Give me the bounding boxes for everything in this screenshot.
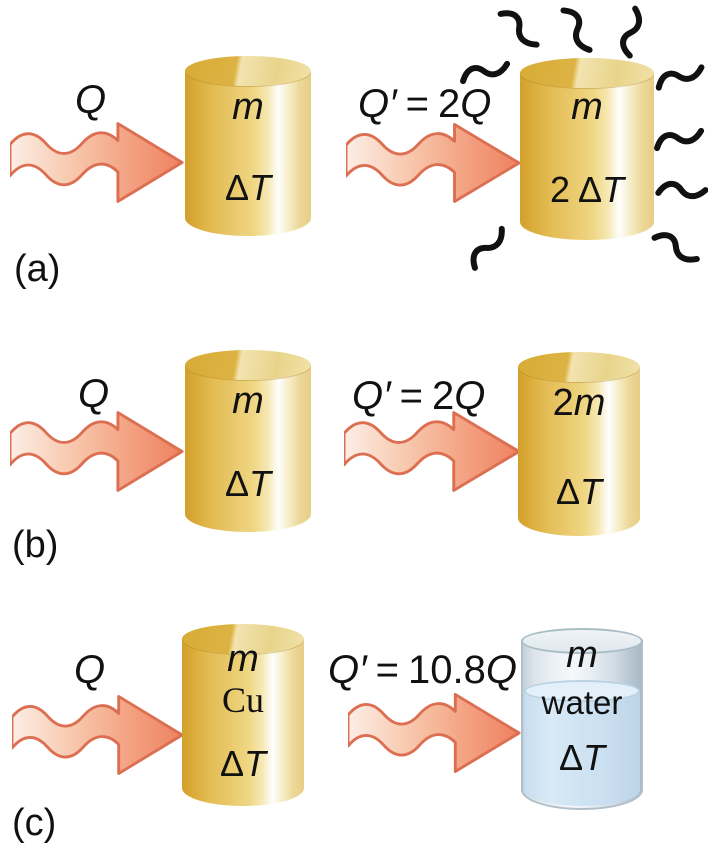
heat-wave-icon — [461, 64, 508, 82]
cylinder-side — [185, 70, 311, 236]
heat-wave-icon — [655, 229, 698, 267]
mass-value: m — [227, 638, 259, 680]
panel-letter-text: (c) — [12, 802, 57, 844]
cylinder-side — [518, 366, 640, 536]
mass-value: m — [232, 86, 264, 128]
q-symbol: Q — [74, 648, 106, 692]
equals-sign: = — [405, 82, 429, 126]
heat-wave-icon — [501, 7, 537, 51]
q-prime-symbol: Q′ — [358, 82, 397, 126]
delta-symbol: Δ — [558, 737, 584, 778]
heat-arrow-icon — [346, 122, 521, 204]
delta-symbol: Δ — [555, 471, 581, 512]
water-surface — [524, 680, 640, 702]
delta-symbol: Δ — [577, 169, 603, 210]
t-symbol: T — [244, 743, 267, 784]
panel-letter-text: (b) — [12, 524, 59, 566]
q-symbol: Q — [454, 374, 486, 418]
mass-value: m — [571, 86, 603, 128]
t-symbol: T — [580, 471, 603, 512]
heat-arrow-icon — [348, 693, 521, 773]
material-label: Cu — [182, 682, 304, 718]
cylinder-side — [182, 638, 304, 806]
heat-wave-icon — [658, 182, 705, 201]
heat-arrow-icon — [10, 122, 184, 203]
mass-label: 2m — [518, 384, 640, 422]
water-beaker: m water ΔT — [521, 628, 643, 810]
metal-cylinder: m Cu ΔT — [182, 624, 304, 806]
heat-wave-icon — [467, 229, 509, 268]
temp-change-label: ΔT — [521, 740, 643, 776]
heat-wave-icon — [656, 67, 703, 88]
equals-sign: = — [375, 648, 399, 692]
coefficient: 2 — [431, 374, 455, 418]
mass-coefficient: 2 — [552, 382, 574, 424]
cylinder-side — [185, 364, 311, 532]
temp-coefficient: 2 — [549, 169, 570, 210]
temp-change-label: ΔT — [185, 170, 311, 206]
heat-q-label: Q — [75, 80, 106, 120]
metal-cylinder: 2m ΔT — [518, 352, 640, 536]
t-symbol: T — [249, 167, 272, 208]
q-prime-symbol: Q′ — [328, 648, 367, 692]
mass-label: m — [185, 382, 311, 420]
cylinder-side — [520, 72, 654, 240]
metal-cylinder: m ΔT — [185, 56, 311, 236]
heat-equation-label: Q′=10.8Q — [328, 650, 517, 690]
heat-q-label: Q — [78, 374, 109, 414]
q-prime-symbol: Q′ — [352, 374, 391, 418]
material-name: Cu — [221, 680, 264, 720]
temp-change-label: ΔT — [182, 746, 304, 782]
material-name: water — [541, 684, 623, 721]
panel-letter: (b) — [12, 526, 58, 564]
mass-value: m — [232, 380, 264, 422]
heat-wave-icon — [655, 131, 702, 149]
heat-q-label: Q — [74, 650, 105, 690]
heat-wave-icon — [563, 7, 589, 54]
mass-label: m — [520, 88, 654, 126]
q-symbol: Q — [460, 82, 492, 126]
coefficient: 10.8 — [407, 648, 486, 692]
cylinder-top-face — [182, 624, 304, 654]
heat-equation-label: Q′=2Q — [358, 84, 491, 124]
temp-change-label: ΔT — [518, 474, 640, 510]
q-symbol: Q — [485, 648, 517, 692]
heat-arrow-icon — [10, 411, 184, 492]
q-symbol: Q — [75, 78, 107, 122]
cylinder-top-face — [185, 56, 311, 86]
material-label: water — [521, 686, 643, 719]
mass-value: m — [566, 634, 598, 676]
mass-label: m — [185, 88, 311, 126]
t-symbol: T — [583, 737, 606, 778]
t-symbol: T — [249, 463, 272, 504]
beaker-water-fill — [524, 690, 640, 806]
panel-letter-text: (a) — [14, 248, 61, 290]
heat-equation-label: Q′=2Q — [352, 376, 485, 416]
delta-symbol: Δ — [219, 743, 245, 784]
panel-letter: (a) — [14, 250, 60, 288]
mass-label: m — [182, 640, 304, 678]
delta-symbol: Δ — [224, 463, 250, 504]
cylinder-top-face — [185, 350, 311, 380]
mass-value: m — [573, 382, 606, 424]
q-symbol: Q — [78, 372, 110, 416]
metal-cylinder: m ΔT — [185, 350, 311, 532]
heat-wave-icon — [619, 9, 645, 56]
heat-arrow-icon — [344, 411, 521, 492]
delta-symbol: Δ — [224, 167, 250, 208]
coefficient: 2 — [437, 82, 461, 126]
mass-label: m — [521, 636, 643, 674]
heat-arrow-icon — [12, 695, 184, 775]
panel-letter: (c) — [12, 804, 56, 842]
beaker-rim — [521, 628, 643, 654]
equals-sign: = — [399, 374, 423, 418]
cylinder-top-face — [520, 58, 654, 88]
t-symbol: T — [602, 169, 625, 210]
temp-change-label: ΔT — [185, 466, 311, 502]
cylinder-top-face — [518, 352, 640, 382]
